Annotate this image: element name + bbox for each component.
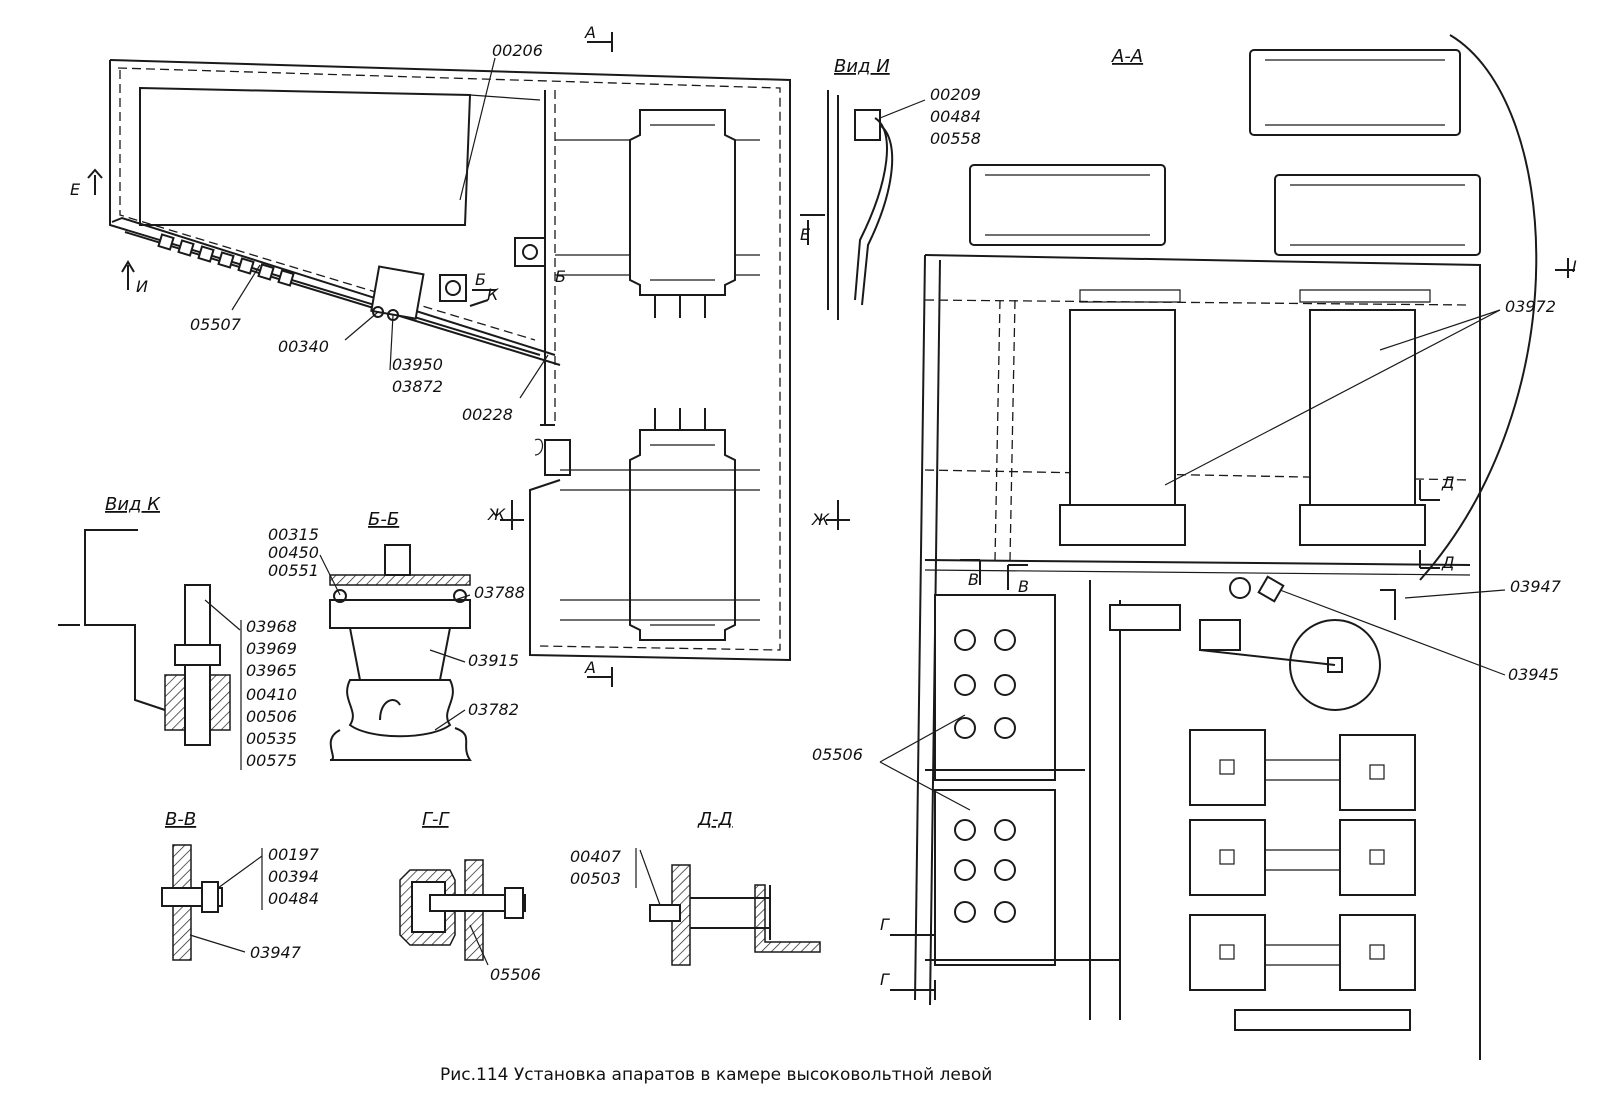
mark-g1: Г [880, 915, 890, 934]
panel-05506-upper [934, 594, 1056, 781]
label-00506: 00506 [246, 707, 297, 726]
label-00340: 00340 [278, 337, 329, 356]
label-03915: 03915 [468, 651, 519, 670]
main-view-left [109, 59, 791, 662]
view-dd: Д-Д [639, 809, 821, 966]
title-bb: Б-Б [368, 509, 399, 530]
terminal-strip [157, 233, 295, 287]
view-k: Вид К [58, 494, 241, 746]
mark-i-right: I [1572, 257, 1577, 276]
view-i: Вид И Е [800, 56, 926, 320]
label-03969: 03969 [246, 639, 297, 658]
label-00228: 00228 [462, 405, 513, 424]
label-00558: 00558 [930, 129, 981, 148]
label-05506b: 05506 [490, 965, 541, 984]
leaders-right [879, 309, 1506, 811]
mark-k: К [487, 285, 499, 304]
label-03950: 03950 [392, 355, 443, 374]
label-03965: 03965 [246, 661, 297, 680]
title-vid-k: Вид К [105, 494, 161, 515]
label-00450: 00450 [268, 543, 319, 562]
label-03945: 03945 [1508, 665, 1559, 684]
mark-i-left: И [136, 277, 148, 296]
label-03782: 03782 [468, 700, 519, 719]
view-aa: А-А [914, 34, 1538, 1060]
label-00209: 00209 [930, 85, 981, 104]
view-gg: Г-Г [399, 809, 526, 966]
mark-v2: В [1018, 577, 1029, 596]
title-vv: В-В [165, 809, 196, 830]
view-bb: Б-Б [319, 509, 472, 761]
label-03947b: 03947 [250, 943, 302, 962]
mark-e-left: Е [70, 180, 81, 199]
label-00503: 00503 [570, 869, 621, 888]
label-03947a: 03947 [1510, 577, 1562, 596]
section-marks-left: А А Е И Б К Б Ж Ж [70, 23, 850, 687]
mark-b1: Б [475, 270, 486, 289]
label-05506a: 05506 [812, 745, 863, 764]
mark-zh1: Ж [487, 505, 506, 524]
label-00206: 00206 [492, 41, 543, 60]
mark-b2: Б [555, 267, 566, 286]
mark-a-top: А [584, 23, 596, 42]
mark-zh2: Ж [811, 510, 830, 529]
mark-d1: Д [1441, 473, 1455, 492]
figure-caption: Рис.114 Установка апаратов в камере высо… [440, 1065, 992, 1085]
label-00535: 00535 [246, 729, 297, 748]
title-vid-i: Вид И [834, 56, 890, 77]
title-dd: Д-Д [697, 809, 733, 830]
panel-05506-lower [934, 789, 1056, 966]
section-marks-right: I Д Д В В Г Г [880, 257, 1577, 1000]
label-05507: 05507 [190, 315, 242, 334]
title-gg: Г-Г [422, 809, 451, 830]
mark-d2: Д [1441, 553, 1455, 572]
label-00575: 00575 [246, 751, 297, 770]
label-00410: 00410 [246, 685, 297, 704]
label-03968: 03968 [246, 617, 297, 636]
mark-e-mid: Е [800, 225, 811, 244]
title-aa: А-А [1111, 46, 1143, 67]
leaders-left [231, 57, 549, 399]
view-vv: В-В [161, 809, 263, 961]
label-03872: 03872 [392, 377, 443, 396]
mark-a-bottom: А [584, 658, 596, 677]
label-00407: 00407 [570, 847, 622, 866]
label-00197: 00197 [268, 845, 320, 864]
mark-v1: В [968, 570, 979, 589]
label-00315: 00315 [268, 525, 319, 544]
label-00484a: 00484 [930, 107, 981, 126]
label-03972: 03972 [1505, 297, 1556, 316]
label-00551: 00551 [268, 561, 319, 580]
label-00484b: 00484 [268, 889, 319, 908]
mark-g2: Г [880, 970, 890, 989]
label-03788: 03788 [474, 583, 525, 602]
label-00394: 00394 [268, 867, 319, 886]
